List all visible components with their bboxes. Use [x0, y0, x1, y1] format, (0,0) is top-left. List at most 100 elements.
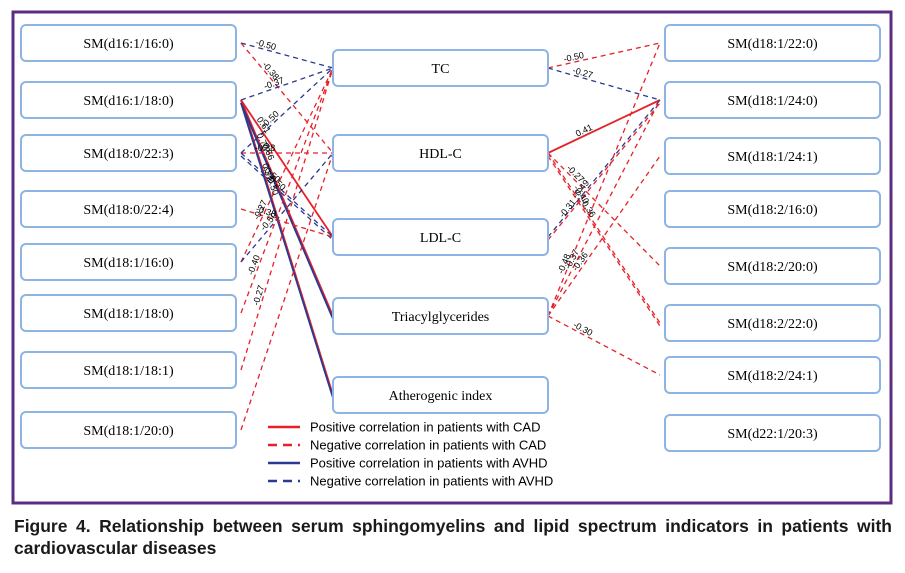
center-node-label: LDL-C	[420, 231, 461, 246]
left-node-sm-d18-1-18-1: SM(d18:1/18:1)	[20, 351, 237, 389]
left-node-label: SM(d16:1/18:0)	[83, 94, 174, 109]
left-node-box	[20, 411, 237, 449]
right-node-sm-d18-2-16-0: SM(d18:2/16:0)	[664, 190, 881, 228]
edge-c4-r3-cad-neg	[547, 155, 661, 317]
edge-c2-r6-cad-neg	[547, 155, 661, 327]
center-node-atherogenic-index: Atherogenic index	[332, 376, 549, 414]
center-node-box	[332, 376, 549, 414]
diagram-nodes: SM(d16:1/16:0) SM(d16:1/18:0) SM(d18:0/22:…	[20, 24, 881, 452]
right-node-box	[664, 137, 881, 175]
edge-label-c3-r2: -0.31	[557, 197, 578, 219]
right-node-sm-d18-2-20-0: SM(d18:2/20:0)	[664, 247, 881, 285]
center-node-label: Triacylglycerides	[392, 310, 489, 325]
right-node-box	[664, 81, 881, 119]
right-node-box	[664, 414, 881, 452]
edge-l2-c4-cad-pos	[240, 99, 334, 317]
legend-item-cad-neg: Negative correlation in patients with CA…	[268, 438, 546, 453]
edge-c2-r6-cad-neg	[547, 152, 661, 324]
edge-l8-c2-cad-neg	[240, 152, 334, 431]
edge-label-l7-c1: -0.27	[251, 284, 267, 307]
left-node-box	[20, 24, 237, 62]
left-node-sm-d18-1-20-0: SM(d18:1/20:0)	[20, 411, 237, 449]
left-node-box	[20, 294, 237, 332]
edge-l1-c1-avhd-neg	[240, 42, 334, 69]
right-node-label: SM(d18:1/24:0)	[727, 94, 818, 109]
center-node-box	[332, 297, 549, 335]
left-node-label: SM(d18:1/16:0)	[83, 256, 174, 271]
edge-c4-r2-cad-neg	[547, 99, 661, 317]
edge-l4-c3-cad-neg	[240, 208, 334, 238]
right-node-box	[664, 304, 881, 342]
legend-item-avhd-neg: Negative correlation in patients with AV…	[268, 474, 553, 489]
edge-label-l1-c1: -0.50	[255, 37, 277, 52]
left-node-box	[20, 81, 237, 119]
center-node-triacylglycerides: Triacylglycerides	[332, 297, 549, 335]
edge-l2-c1-avhd-neg	[240, 67, 334, 101]
legend-label: Positive correlation in patients with AV…	[310, 456, 547, 471]
left-node-sm-d16-1-16-0: SM(d16:1/16:0)	[20, 24, 237, 62]
edge-label-c4-r7: -0.30	[572, 320, 595, 338]
edge-label-l2-c5: 0.50	[266, 177, 281, 197]
right-node-sm-d18-1-24-1: SM(d18:1/24:1)	[664, 137, 881, 175]
right-node-label: SM(d18:1/22:0)	[727, 37, 818, 52]
left-node-label: SM(d18:0/22:4)	[83, 203, 174, 218]
edge-l3-c3-avhd-neg	[240, 155, 334, 241]
edge-l2-c5-avhd-pos	[240, 102, 334, 399]
left-node-label: SM(d16:1/16:0)	[83, 37, 174, 52]
right-node-box	[664, 247, 881, 285]
legend-item-avhd-pos: Positive correlation in patients with AV…	[268, 456, 547, 471]
diagram-frame	[11, 10, 893, 505]
right-node-label: SM(d18:1/24:1)	[727, 150, 818, 165]
edge-l3-c1-avhd-neg	[240, 67, 334, 154]
center-node-box	[332, 134, 549, 172]
center-node-box	[332, 49, 549, 87]
right-node-sm-d18-1-22-0: SM(d18:1/22:0)	[664, 24, 881, 62]
left-node-label: SM(d18:1/20:0)	[83, 424, 174, 439]
left-node-label: SM(d18:1/18:1)	[83, 364, 174, 379]
center-node-box	[332, 218, 549, 256]
legend-label: Negative correlation in patients with CA…	[310, 438, 546, 453]
edge-l6-c1-cad-neg	[240, 67, 334, 314]
right-node-label: SM(d18:2/22:0)	[727, 317, 818, 332]
legend-item-cad-pos: Positive correlation in patients with CA…	[268, 420, 541, 435]
edge-l1-c2-cad-neg	[240, 42, 334, 154]
edge-c1-r2-avhd-neg	[547, 67, 661, 101]
right-node-label: SM(d18:2/24:1)	[727, 369, 818, 384]
right-node-label: SM(d18:2/20:0)	[727, 260, 818, 275]
center-node-tc: TC	[332, 49, 549, 87]
edge-label-c1-r1: -0.50	[563, 50, 585, 64]
center-node-label: HDL-C	[419, 147, 462, 162]
edge-c2-r2-cad-pos	[547, 99, 661, 154]
edge-l2-c3-cad-pos	[240, 99, 334, 238]
center-node-label: Atherogenic index	[389, 389, 493, 404]
right-node-box	[664, 356, 881, 394]
legend-label: Negative correlation in patients with AV…	[310, 474, 553, 489]
left-node-box	[20, 134, 237, 172]
center-node-hdl-c: HDL-C	[332, 134, 549, 172]
right-node-label: SM(d18:2/16:0)	[727, 203, 818, 218]
right-node-label: SM(d22:1/20:3)	[727, 427, 818, 442]
right-node-sm-d18-2-24-1: SM(d18:2/24:1)	[664, 356, 881, 394]
left-node-sm-d18-1-18-0: SM(d18:1/18:0)	[20, 294, 237, 332]
correlation-diagram: -0.50-0.38-0.370.610.660.500.700.31-0.50…	[11, 10, 893, 505]
edge-l5-c2-avhd-neg	[240, 152, 334, 263]
edge-label-l6-c1: -0.40	[245, 254, 262, 277]
figure-caption: Figure 4. Relationship between serum sph…	[14, 516, 892, 558]
right-node-sm-d18-2-22-0: SM(d18:2/22:0)	[664, 304, 881, 342]
left-node-sm-d18-1-16-0: SM(d18:1/16:0)	[20, 243, 237, 281]
left-node-sm-d18-0-22-3: SM(d18:0/22:3)	[20, 134, 237, 172]
left-node-sm-d16-1-18-0: SM(d16:1/18:0)	[20, 81, 237, 119]
legend: Positive correlation in patients with CA…	[268, 420, 553, 489]
edge-label-l2-c1: -0.37	[263, 75, 286, 91]
left-node-label: SM(d18:0/22:3)	[83, 147, 174, 162]
right-node-box	[664, 24, 881, 62]
center-node-label: TC	[432, 62, 450, 77]
edge-c1-r1-cad-neg	[547, 42, 661, 69]
left-node-sm-d18-0-22-4: SM(d18:0/22:4)	[20, 190, 237, 228]
edge-label-l3-c2: -0.38	[255, 143, 276, 153]
left-node-label: SM(d18:1/18:0)	[83, 307, 174, 322]
edge-l3-c3-avhd-neg	[240, 152, 334, 238]
edge-c4-r7-cad-neg	[547, 315, 661, 376]
edge-c4-r1-cad-neg	[547, 42, 661, 317]
center-node-ldl-c: LDL-C	[332, 218, 549, 256]
